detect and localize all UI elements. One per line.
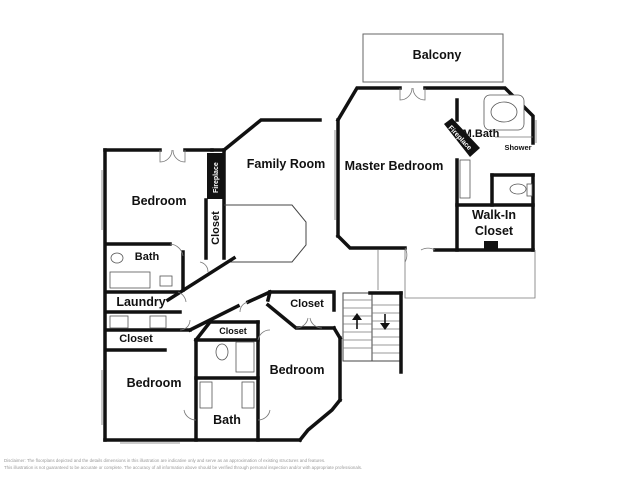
bath-bottom-label: Bath: [213, 413, 241, 427]
family-room-walls: [210, 118, 322, 263]
master-suite-walls: [335, 86, 535, 252]
stair-up-arrow-icon: [352, 313, 362, 329]
bottom-bath-fixtures: [199, 341, 255, 409]
closet-family-label: Closet: [210, 211, 222, 245]
master-bedroom-label: Master Bedroom: [345, 159, 444, 173]
balcony-label: Balcony: [413, 48, 462, 62]
left-bath-fixtures: [109, 252, 173, 329]
bedroom-bottom-center-label: Bedroom: [270, 363, 325, 377]
walk-in-closet-label-line1: Walk-In: [472, 208, 516, 222]
master-bath-fixtures: [459, 94, 533, 199]
master-bath-label: M.Bath: [463, 128, 500, 140]
bottom-center-walls: [103, 289, 343, 443]
hallway-walls: [165, 255, 273, 333]
landing-outline: [377, 250, 536, 299]
fireplace-family-label: Fireplace: [213, 162, 220, 193]
closet-center-label: Closet: [290, 298, 324, 310]
balcony-area: [362, 33, 504, 83]
disclaimer-line-2: This illustration is not guaranteed to b…: [4, 465, 363, 470]
staircase: [342, 291, 403, 374]
walk-in-closet-label-line2: Closet: [475, 224, 514, 238]
walk-in-closet-marker: [484, 241, 498, 250]
laundry-label: Laundry: [116, 295, 165, 309]
disclaimer-line-1: Disclaimer: The floorplans depicted and …: [4, 458, 326, 463]
closet-left-label: Closet: [119, 333, 153, 345]
bedroom-left-label: Bedroom: [132, 194, 187, 208]
family-fireplace: Fireplace: [207, 153, 223, 199]
left-wing-walls: [103, 148, 214, 442]
family-room-label: Family Room: [247, 157, 326, 171]
window-marks: [101, 120, 537, 444]
bath-left-label: Bath: [135, 251, 160, 263]
door-swings: [159, 87, 436, 421]
bedroom-bottom-left-label: Bedroom: [127, 376, 182, 390]
closet-small-label: Closet: [219, 326, 247, 336]
stair-down-arrow-icon: [380, 314, 390, 330]
shower-label: Shower: [504, 143, 531, 152]
